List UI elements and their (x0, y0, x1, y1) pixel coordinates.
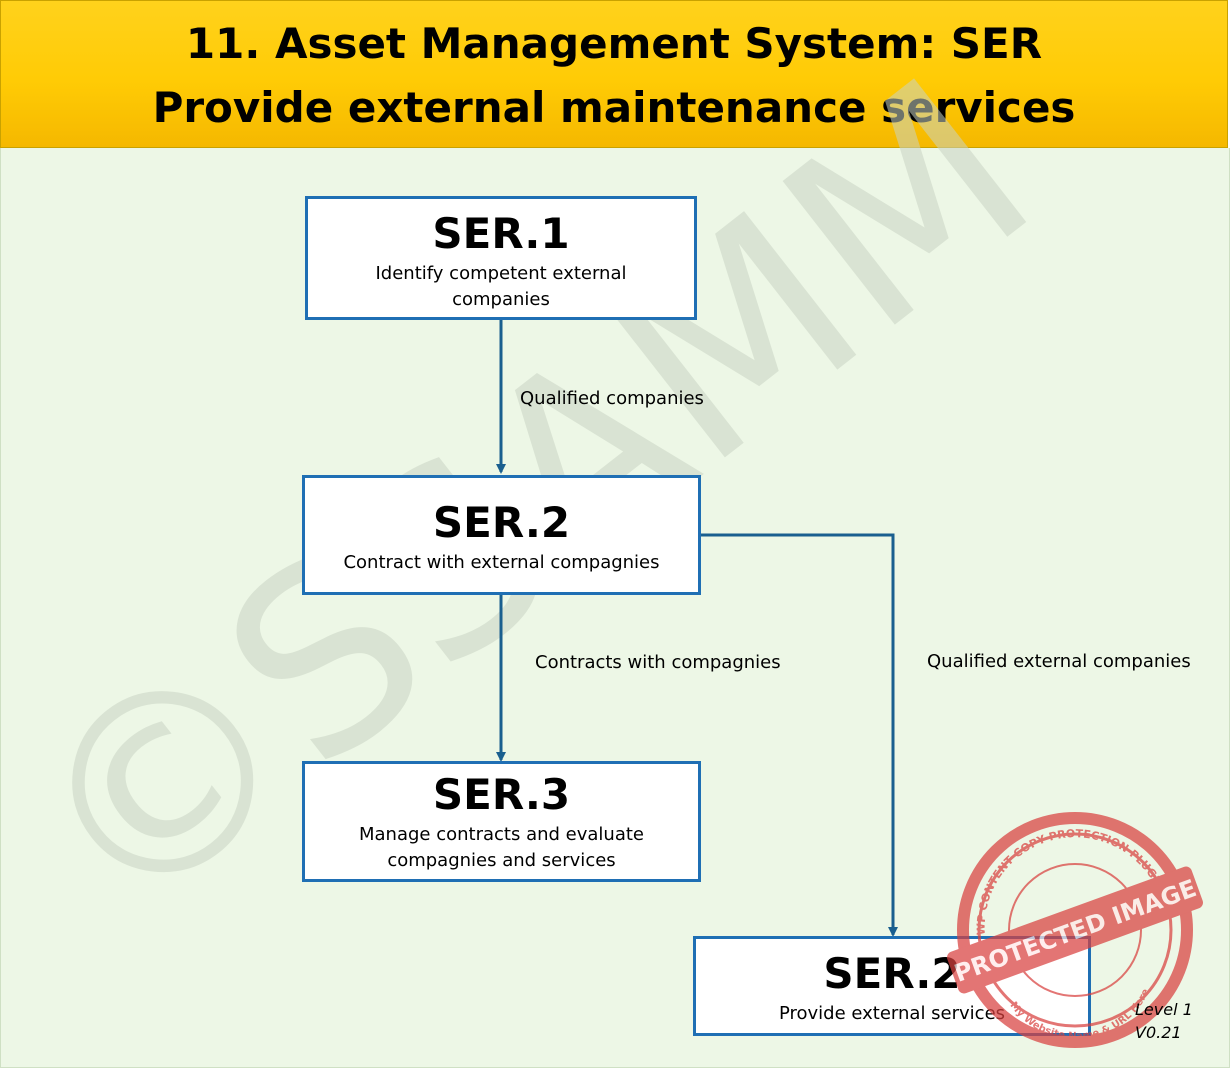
page-title: 11. Asset Management System: SER (185, 19, 1043, 68)
process-description: Contract with external compagnies (343, 552, 660, 573)
process-box-provide-services[interactable]: SER.2 Provide external services (693, 936, 1091, 1036)
process-id: SER.2 (823, 949, 961, 998)
flow-label-qualified-external: Qualified external companies (927, 651, 1191, 672)
process-box-ser2[interactable]: SER.2 Contract with external compagnies (302, 475, 701, 595)
process-description: Provide external services (778, 1003, 1006, 1024)
flow-label-contracts: Contracts with compagnies (535, 652, 781, 673)
process-id: SER.2 (432, 498, 571, 547)
page-subtitle: Provide external maintenance services (152, 83, 1076, 132)
process-box-ser3[interactable]: SER.3 Manage contracts and evaluate comp… (302, 761, 701, 882)
process-description: Manage contracts and evaluate compagnies… (359, 824, 644, 871)
version-label: V0.21 (1135, 1023, 1182, 1042)
process-id: SER.3 (432, 770, 571, 819)
flow-label-qualified-companies: Qualified companies (520, 388, 704, 409)
level-label: Level 1 (1135, 1000, 1193, 1019)
title-banner: 11. Asset Management System: SER Provide… (0, 0, 1228, 148)
process-description: Identify competent external companies (375, 263, 627, 310)
process-box-ser1[interactable]: SER.1 Identify competent external compan… (305, 196, 697, 320)
process-id: SER.1 (432, 209, 570, 258)
